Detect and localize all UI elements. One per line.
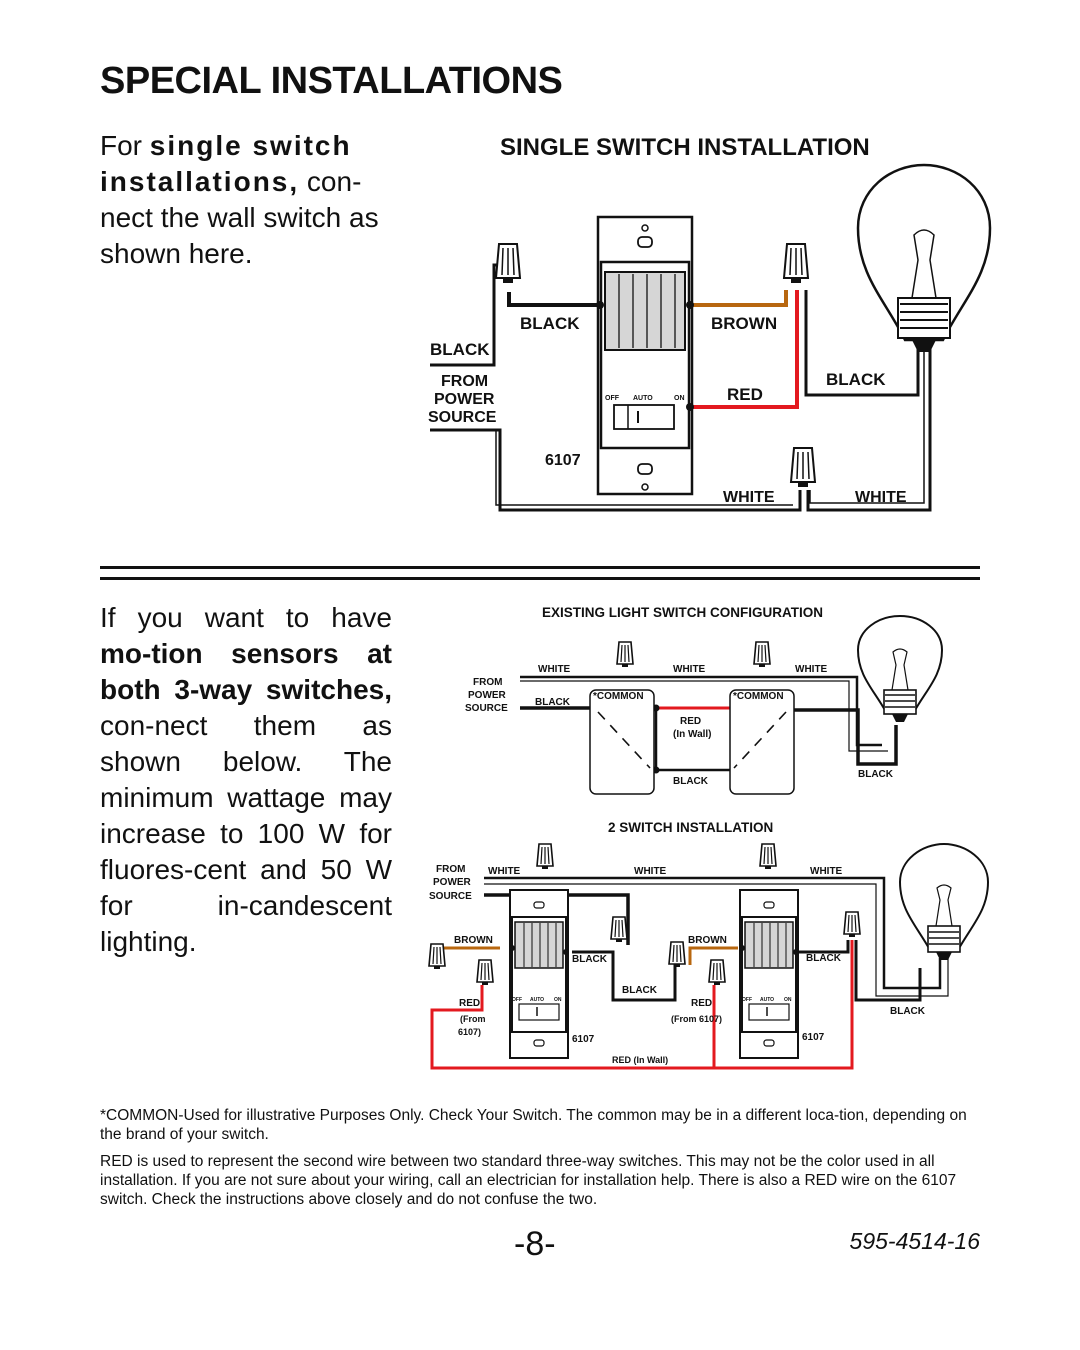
power-label: POWER xyxy=(468,690,507,701)
source-label: SOURCE xyxy=(465,703,508,714)
source-label: SOURCE xyxy=(428,409,497,426)
black-label: BLACK xyxy=(673,776,709,787)
black-label: BLACK xyxy=(806,953,842,964)
intro-rest: con-nect the wall switch as shown here. xyxy=(100,166,379,269)
black-label: BLACK xyxy=(535,697,571,708)
white-label: WHITE xyxy=(634,866,667,877)
red-in-wall-label: RED (In Wall) xyxy=(612,1055,668,1065)
page-number: -8- xyxy=(514,1225,556,1263)
red-label: RED xyxy=(680,716,701,727)
existing-configuration-diagram: EXISTING LIGHT SWITCH CONFIGURATION WHIT… xyxy=(465,605,944,795)
two-switch-heading: 2 SWITCH INSTALLATION xyxy=(608,820,773,835)
black-label: BLACK xyxy=(858,769,894,780)
wire-nut-icon xyxy=(668,941,686,968)
wire-nut-icon xyxy=(495,243,521,284)
from-label: FROM xyxy=(436,864,465,875)
intro-emphasis: single switch installations, xyxy=(100,130,352,197)
three-way-switch-box xyxy=(729,689,795,795)
wire-nut-icon xyxy=(616,641,634,668)
single-switch-heading: SINGLE SWITCH INSTALLATION xyxy=(500,134,870,161)
section-divider xyxy=(100,566,980,569)
mode-slider xyxy=(613,404,675,430)
off-label: OFF xyxy=(742,997,752,1003)
brown-label: BROWN xyxy=(688,935,727,946)
light-bulb-icon xyxy=(856,163,992,352)
in-wall-label: (In Wall) xyxy=(673,729,712,740)
from-6107-label: (From xyxy=(460,1014,486,1024)
light-bulb-icon xyxy=(856,614,944,722)
red-wire-footnote: RED is used to represent the second wire… xyxy=(100,1153,957,1208)
single-switch-intro: For single switch installations, con-nec… xyxy=(100,128,395,272)
wire-nut-icon xyxy=(476,959,494,986)
from-label: FROM xyxy=(441,373,488,390)
document-number: 595-4514-16 xyxy=(849,1228,980,1254)
model-label: 6107 xyxy=(572,1034,595,1045)
white-label: WHITE xyxy=(673,664,706,675)
on-label: ON xyxy=(784,997,792,1003)
three-way-switch-box xyxy=(589,689,655,795)
wire-nut-icon xyxy=(753,641,771,668)
white-label: WHITE xyxy=(538,664,571,675)
black-label: BLACK xyxy=(622,985,658,996)
black-label: BLACK xyxy=(572,954,608,965)
model-label: 6107 xyxy=(545,452,581,469)
intro-emphasis: mo-tion sensors at both 3-way switches, xyxy=(100,638,392,705)
off-label: OFF xyxy=(605,395,620,402)
black-label: BLACK xyxy=(826,370,886,389)
black-label: BLACK xyxy=(890,1006,926,1017)
auto-label: AUTO xyxy=(760,997,774,1003)
white-label: WHITE xyxy=(795,664,828,675)
wall-switch-6107: OFF AUTO ON xyxy=(509,889,569,1059)
model-label: 6107 xyxy=(802,1032,825,1043)
auto-label: AUTO xyxy=(530,997,544,1003)
wire-nut-icon xyxy=(759,843,777,870)
off-label: OFF xyxy=(512,997,522,1003)
three-way-intro: If you want to have mo-tion sensors at b… xyxy=(100,600,392,960)
wire-nut-icon xyxy=(708,959,726,986)
motion-sensor-lens xyxy=(604,271,686,351)
existing-config-heading: EXISTING LIGHT SWITCH CONFIGURATION xyxy=(542,605,823,620)
wire-nut-icon xyxy=(536,843,554,870)
white-label: WHITE xyxy=(723,489,775,506)
power-label: POWER xyxy=(433,877,472,888)
wire-nut-icon xyxy=(843,911,861,938)
common-label: *COMMON xyxy=(593,691,644,702)
red-label: RED xyxy=(691,998,712,1009)
from-6107-label: 6107) xyxy=(458,1027,481,1037)
wire-nut-icon xyxy=(790,447,816,488)
wall-switch-6107: OFF AUTO ON xyxy=(739,889,799,1059)
power-label: POWER xyxy=(434,391,495,408)
common-label: *COMMON xyxy=(733,691,784,702)
intro-lead: For xyxy=(100,130,150,161)
wire-nut-icon xyxy=(428,943,446,970)
light-bulb-icon xyxy=(898,842,990,960)
intro-rest: con-nect them as shown below. The minimu… xyxy=(100,710,392,957)
brown-label: BROWN xyxy=(711,314,777,333)
black-label: BLACK xyxy=(520,314,580,333)
wiring-diagrams: OFF AUTO ON BLACK BROWN xyxy=(428,163,992,1070)
page-title: SPECIAL INSTALLATIONS xyxy=(100,60,563,102)
brown-label: BROWN xyxy=(454,935,493,946)
white-label: WHITE xyxy=(488,866,521,877)
on-label: ON xyxy=(554,997,562,1003)
common-footnote: *COMMON-Used for illustrative Purposes O… xyxy=(100,1107,967,1143)
wire-nut-icon xyxy=(783,243,809,284)
auto-label: AUTO xyxy=(633,395,653,402)
black-label: BLACK xyxy=(430,340,490,359)
intro-lead: If you want to have xyxy=(100,602,392,633)
from-6107-label: (From 6107) xyxy=(671,1014,722,1024)
two-switch-diagram: 2 SWITCH INSTALLATION OFF xyxy=(428,820,990,1070)
source-label: SOURCE xyxy=(429,891,472,902)
section-divider xyxy=(100,577,980,580)
on-label: ON xyxy=(674,395,685,402)
red-label: RED xyxy=(727,385,763,404)
single-switch-diagram: OFF AUTO ON BLACK BROWN xyxy=(428,163,992,512)
red-label: RED xyxy=(459,998,480,1009)
white-label: WHITE xyxy=(810,866,843,877)
white-label: WHITE xyxy=(855,489,907,506)
from-label: FROM xyxy=(473,677,502,688)
wire-nut-icon xyxy=(610,916,628,943)
